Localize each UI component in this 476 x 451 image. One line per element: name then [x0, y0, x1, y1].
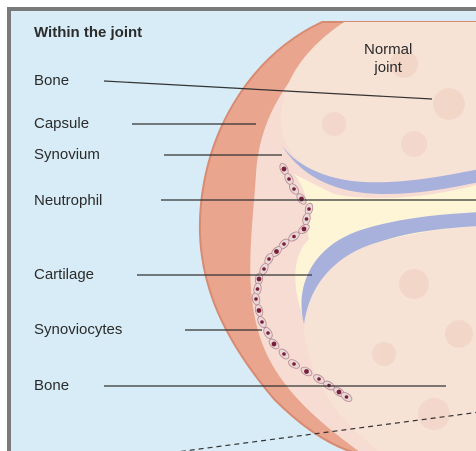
- cell-nucleus: [305, 217, 309, 221]
- cell-nucleus: [302, 227, 307, 232]
- cell-nucleus: [267, 257, 271, 261]
- cell-nucleus: [282, 352, 286, 356]
- cell-nucleus: [260, 320, 264, 324]
- joint-diagram: Within the joint Normal joint Bone Capsu…: [7, 7, 476, 451]
- cell-nucleus: [254, 297, 258, 301]
- cell-nucleus: [282, 242, 286, 246]
- cell-nucleus: [345, 395, 349, 399]
- diagram-title: Within the joint: [34, 25, 142, 40]
- cell-nucleus: [307, 207, 311, 211]
- cell-nucleus: [272, 342, 277, 347]
- label-bone-top: Bone: [34, 73, 69, 88]
- label-neutrophil: Neutrophil: [34, 193, 102, 208]
- cell-nucleus: [266, 331, 270, 335]
- cell-nucleus: [292, 235, 296, 239]
- normal-joint-label: Normal joint: [364, 42, 412, 75]
- cell-nucleus: [292, 187, 296, 191]
- annotation-line-2: joint: [364, 60, 412, 75]
- label-synoviocytes: Synoviocytes: [34, 322, 122, 337]
- label-cartilage: Cartilage: [34, 267, 94, 282]
- label-synovium: Synovium: [34, 147, 100, 162]
- joint-illustration: [11, 11, 476, 451]
- cell-nucleus: [304, 369, 309, 374]
- cell-nucleus: [337, 390, 342, 395]
- cell-nucleus: [287, 177, 291, 181]
- label-bone-bottom: Bone: [34, 378, 69, 393]
- cell-nucleus: [256, 287, 260, 291]
- cell-nucleus: [317, 377, 321, 381]
- cell-nucleus: [299, 197, 304, 202]
- cell-nucleus: [274, 249, 279, 254]
- cell-nucleus: [262, 267, 266, 271]
- annotation-line-1: Normal: [364, 42, 412, 57]
- cell-nucleus: [257, 277, 262, 282]
- cell-nucleus: [292, 362, 296, 366]
- label-capsule: Capsule: [34, 116, 89, 131]
- cell-nucleus: [257, 308, 262, 313]
- cell-nucleus: [282, 167, 287, 172]
